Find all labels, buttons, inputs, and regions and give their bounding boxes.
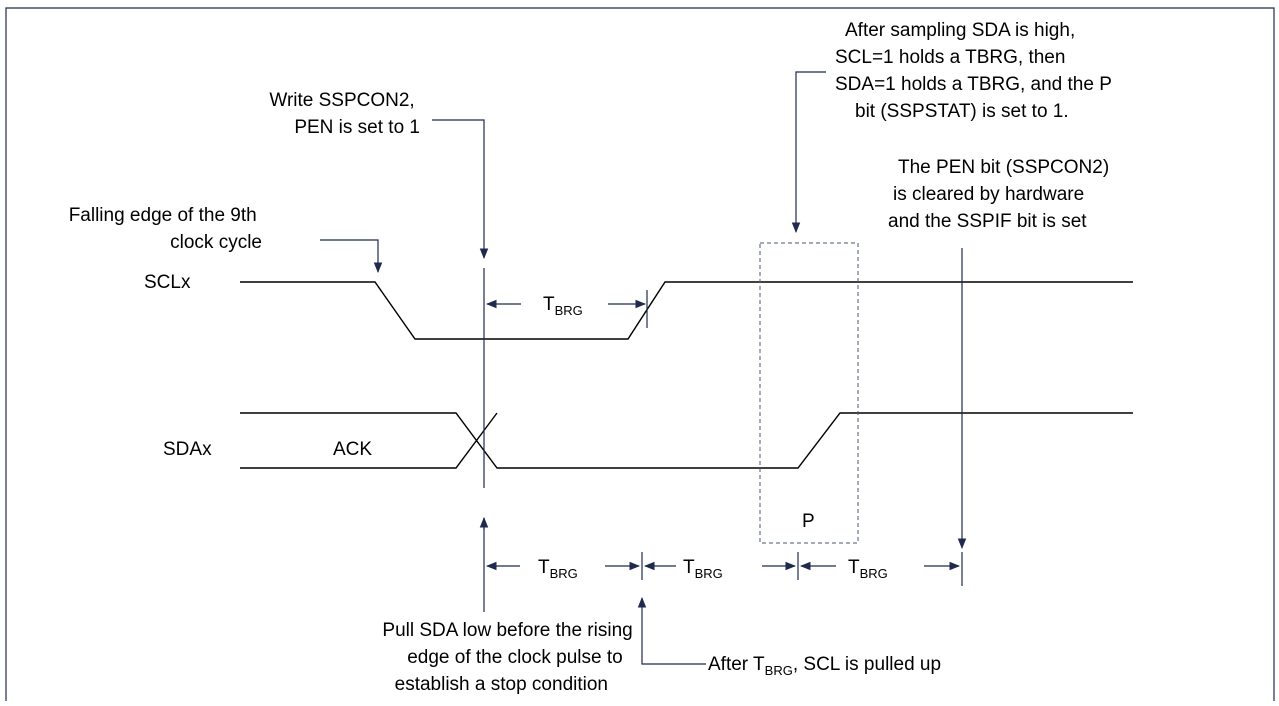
after-tbrg-leader (637, 596, 706, 665)
tbrg-scl-label: TBRG (543, 294, 583, 318)
tbrg3-label: TBRG (848, 557, 888, 581)
pen-cleared-note: The PEN bit (SSPCON2) is cleared by hard… (888, 157, 1114, 232)
ack-label: ACK (333, 439, 372, 460)
scl-label: SCLx (144, 272, 191, 293)
pull-sda-low-note: Pull SDA low before the rising edge of t… (382, 620, 638, 695)
stop-label: P (802, 511, 815, 532)
after-tbrg-note: After TBRG, SCL is pulled up (708, 654, 941, 678)
scl-waveform (240, 281, 1133, 340)
sda-waveform-low (240, 412, 498, 469)
write-sspcon2-leader (432, 119, 489, 260)
after-sampling-leader (791, 71, 826, 234)
falling-edge-note: Falling edge of the 9th clock cycle (69, 205, 262, 253)
tbrg2-label: TBRG (683, 557, 723, 581)
write-sspcon2-note: Write SSPCON2, PEN is set to 1 (269, 90, 420, 138)
stop-condition-box (759, 242, 859, 544)
sda-label: SDAx (163, 439, 212, 460)
sda-waveform-high (240, 412, 1133, 469)
tbrg1-label: TBRG (538, 557, 578, 581)
falling-edge-leader (320, 239, 383, 274)
after-sampling-note: After sampling SDA is high, SCL=1 holds … (835, 20, 1117, 122)
diagram-frame (5, 7, 1275, 701)
